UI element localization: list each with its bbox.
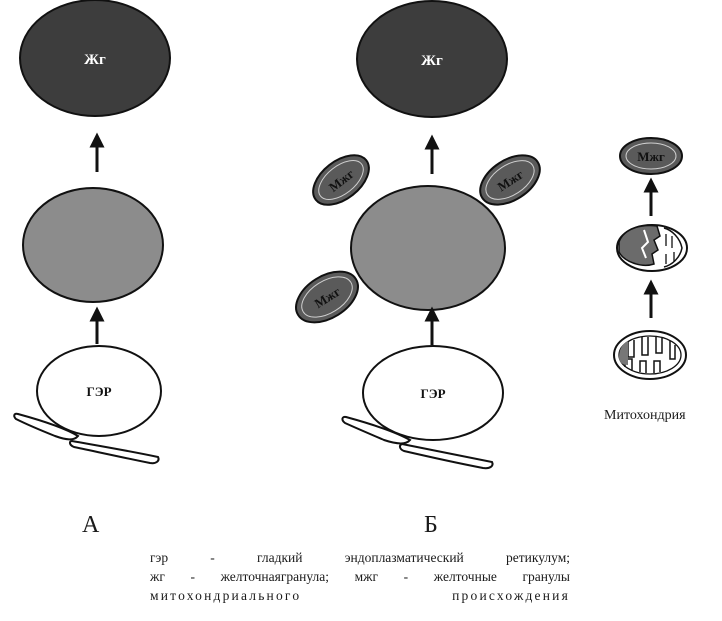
yolk-granule-b-label: Жг (421, 53, 443, 69)
panel-b-label: Б (424, 512, 438, 539)
mitochondrion-transforming (617, 225, 687, 271)
intermediate-vesicle-b (351, 186, 505, 310)
mito-granule-b-3: Мжг (287, 261, 367, 333)
er-membrane-a-2 (70, 441, 159, 463)
panel-b: Жг Мжг Мжг Мжг ГЭР (287, 1, 549, 468)
legend-line-3: митохондриального происхождения (150, 586, 570, 605)
legend-line-2: жг - желточнаягранула; мжг - желточные г… (150, 567, 570, 586)
mito-granule-final-label: Мжг (637, 149, 665, 164)
legend: гэр - гладкий эндоплазматический ретикул… (150, 548, 570, 605)
ger-b-label: ГЭР (420, 386, 445, 401)
panel-a: Жг ГЭР (14, 0, 170, 463)
intermediate-vesicle-a (23, 188, 163, 302)
ger-a-label: ГЭР (86, 384, 111, 399)
mitochondrion-original (614, 331, 686, 379)
er-membrane-b-2 (400, 444, 493, 468)
mito-granule-final: Мжг (620, 138, 682, 174)
mitochondria-caption: Митохондрия (604, 408, 686, 424)
mitochondria-column: Мжг (614, 138, 687, 379)
panel-a-label: А (82, 512, 99, 539)
mito-granule-b-1: Мжг (304, 145, 378, 214)
legend-line-1: гэр - гладкий эндоплазматический ретикул… (150, 548, 570, 567)
yolk-granule-a-label: Жг (84, 52, 106, 68)
